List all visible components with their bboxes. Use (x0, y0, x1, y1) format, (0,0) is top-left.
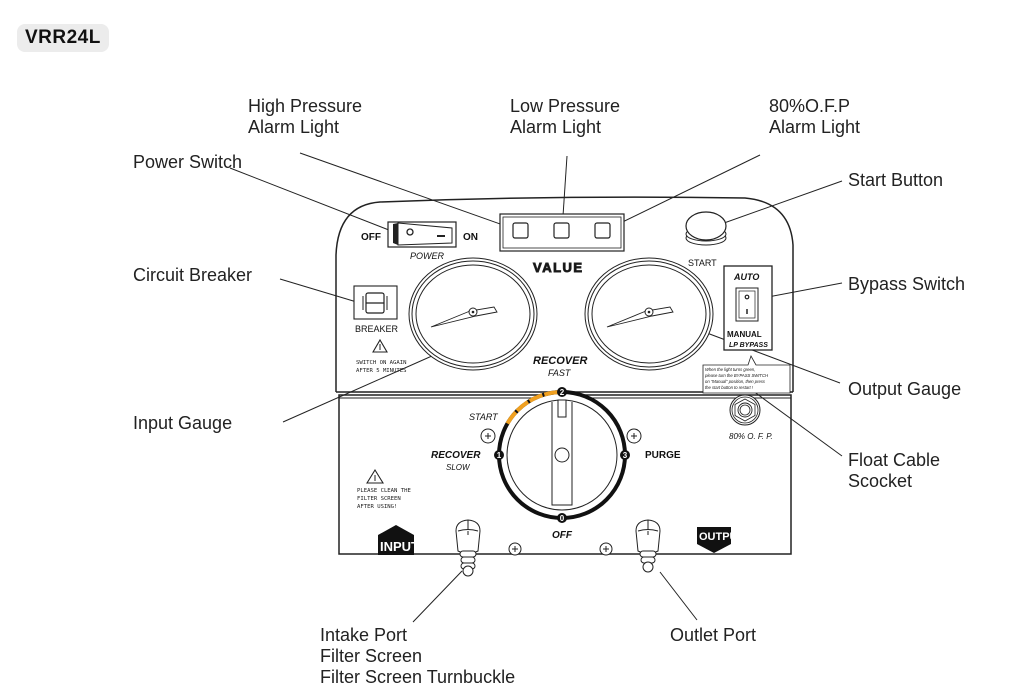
dial-position-markers: 0 1 2 3 (494, 387, 630, 523)
leader-intake-port (412, 570, 463, 623)
output-arrow-icon: OUTPUT (697, 527, 745, 553)
start-button[interactable] (685, 211, 727, 246)
input-label: INPUT (380, 539, 419, 554)
leader-high-pressure (299, 152, 521, 232)
bypass-manual-label: MANUAL (727, 330, 762, 339)
leader-ofp-alarm (603, 154, 761, 232)
circuit-breaker[interactable] (353, 285, 398, 320)
callout-power-switch: Power Switch (133, 152, 243, 172)
purge-label: PURGE (645, 450, 681, 461)
svg-text:When the light turns green,: When the light turns green, (705, 367, 755, 372)
dial-position-0: 0 (560, 514, 565, 523)
breaker-label: BREAKER (355, 324, 399, 334)
filter-warning-line-2: FILTER SCREEN (357, 496, 401, 502)
outlet-port[interactable] (635, 519, 661, 573)
low-pressure-alarm-light (553, 222, 570, 239)
filter-warning-line-1: PLEASE CLEAN THE (357, 488, 412, 494)
callout-high-pressure-alarm-light: High Pressure Alarm Light (248, 96, 363, 137)
bypass-switch[interactable] (723, 265, 773, 351)
leader-power-switch (229, 167, 395, 233)
callout-start-button: Start Button (848, 170, 944, 190)
mode-selector-dial[interactable] (497, 390, 627, 520)
power-off-label: OFF (361, 232, 381, 243)
callout-low-pressure-alarm-light: Low Pressure Alarm Light (510, 96, 621, 137)
callout-ofp-alarm-light: 80%O.F.P Alarm Light (769, 96, 861, 137)
leader-circuit-breaker (279, 278, 361, 304)
screw-icon (480, 428, 642, 556)
leader-start-button (709, 180, 843, 229)
intake-port[interactable] (455, 519, 481, 577)
brand-logo: VALUE (533, 260, 584, 275)
off-label: OFF (552, 530, 573, 541)
power-on-label: ON (463, 232, 478, 243)
output-gauge (584, 257, 714, 371)
svg-text:please turn the BYPASS SWITCH: please turn the BYPASS SWITCH (704, 373, 769, 378)
float-cable-socket[interactable] (729, 394, 761, 426)
breaker-warning-line-2: AFTER 5 MINUTES (356, 368, 407, 374)
fast-label: FAST (548, 368, 572, 378)
callout-bypass-switch: Bypass Switch (848, 274, 966, 294)
filter-warning-line-3: AFTER USING! (357, 504, 397, 510)
model-badge: VRR24L (17, 24, 109, 52)
dial-start-arc (505, 390, 560, 425)
svg-text:on "Manual" position, then pre: on "Manual" position, then press (705, 379, 766, 384)
breaker-warning-line-1: SWITCH ON AGAIN (356, 360, 407, 366)
input-gauge-needle (430, 306, 498, 328)
slow-label: SLOW (446, 463, 471, 472)
power-label: POWER (410, 251, 445, 261)
dial-position-3: 3 (623, 451, 628, 460)
output-label: OUTPUT (699, 531, 745, 543)
recover-slow-label: RECOVER (431, 450, 481, 461)
callout-outlet-port: Outlet Port (670, 625, 757, 645)
dial-position-2: 2 (560, 388, 565, 397)
callout-output-gauge: Output Gauge (848, 379, 962, 399)
leader-lines (229, 152, 843, 623)
callout-circuit-breaker: Circuit Breaker (133, 265, 253, 285)
warning-triangle-icon (372, 338, 388, 353)
output-gauge-needle (606, 306, 674, 328)
ofp-alarm-light (594, 222, 611, 239)
leader-float-cable (752, 390, 843, 457)
recover-fast-label: RECOVER (533, 355, 587, 367)
start-button-label: START (688, 258, 717, 268)
dial-position-1: 1 (497, 451, 502, 460)
power-switch[interactable] (387, 221, 457, 248)
leader-outlet-port (659, 571, 698, 621)
high-pressure-alarm-light (512, 222, 529, 239)
filter-warning-icon (366, 468, 384, 484)
callout-intake-port: Intake Port Filter Screen Filter Screen … (320, 625, 516, 687)
callout-input-gauge: Input Gauge (133, 413, 233, 433)
callout-float-cable-socket: Float Cable Scocket (848, 450, 941, 491)
bypass-lp-label: LP BYPASS (729, 342, 768, 349)
bypass-auto-label: AUTO (733, 272, 759, 282)
bypass-note: When the light turns green, please turn … (702, 355, 791, 394)
dial-start-label: START (469, 412, 499, 422)
input-arrow-icon: INPUT (378, 525, 419, 555)
ofp-socket-label: 80% O. F. P. (729, 432, 773, 441)
svg-text:the start button to restart !: the start button to restart ! (705, 385, 754, 390)
upper-housing (335, 196, 794, 392)
input-gauge (408, 257, 538, 371)
